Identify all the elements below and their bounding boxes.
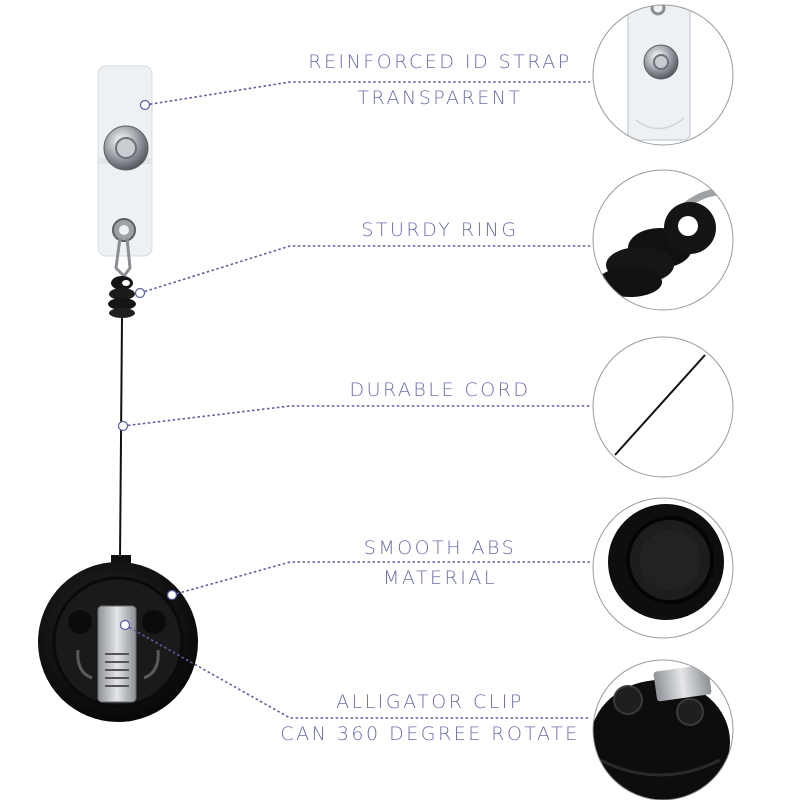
detail-ring (592, 169, 734, 311)
leader-lines (122, 81, 590, 719)
clip-spring-right (143, 649, 160, 680)
leader-dot-clip (119, 619, 131, 631)
detail-cord (592, 336, 734, 478)
label-clip-line-1: ALLIGATOR CLIP (336, 691, 524, 713)
label-cord: DURABLE CORD (290, 378, 590, 402)
leader-line-cord (122, 405, 590, 427)
leader-endpoints (117, 99, 178, 631)
label-strap: REINFORCED ID STRAP TRANSPARENT (290, 50, 590, 110)
label-cord-line-1: DURABLE CORD (349, 379, 531, 401)
label-abs: SMOOTH ABS MATERIAL (290, 536, 590, 590)
sturdy-ring (108, 276, 136, 318)
detail-abs (592, 497, 734, 639)
label-clip-line-2: CAN 360 DEGREE ROTATE (280, 723, 580, 745)
badge-reel-product (38, 65, 198, 722)
detail-strap (592, 4, 734, 146)
grommet-hole (119, 225, 129, 235)
label-strap-line-1: REINFORCED ID STRAP (308, 51, 572, 73)
clip-spring (76, 649, 93, 680)
snap-center (115, 137, 137, 159)
split-ring (114, 237, 132, 279)
reel-rivet-right (142, 610, 166, 634)
leader-dot-cord (117, 420, 129, 432)
label-clip: ALLIGATOR CLIP CAN 360 DEGREE ROTATE (270, 690, 590, 746)
leader-line-ring (139, 245, 590, 294)
label-ring-line-1: STURDY RING (361, 219, 519, 241)
reel-rivet-left (68, 610, 92, 634)
detail-clip (592, 659, 734, 800)
label-abs-line-2: MATERIAL (383, 567, 497, 589)
label-strap-line-2: TRANSPARENT (357, 87, 523, 109)
leader-dot-strap (139, 99, 151, 111)
leader-line-strap (144, 81, 590, 106)
leader-dot-abs (166, 589, 178, 601)
label-abs-line-1: SMOOTH ABS (363, 537, 517, 559)
label-ring: STURDY RING (290, 218, 590, 242)
leader-line-abs (171, 561, 590, 596)
clip-teeth (105, 653, 129, 687)
leader-dot-ring (134, 287, 146, 299)
cord (119, 317, 123, 561)
